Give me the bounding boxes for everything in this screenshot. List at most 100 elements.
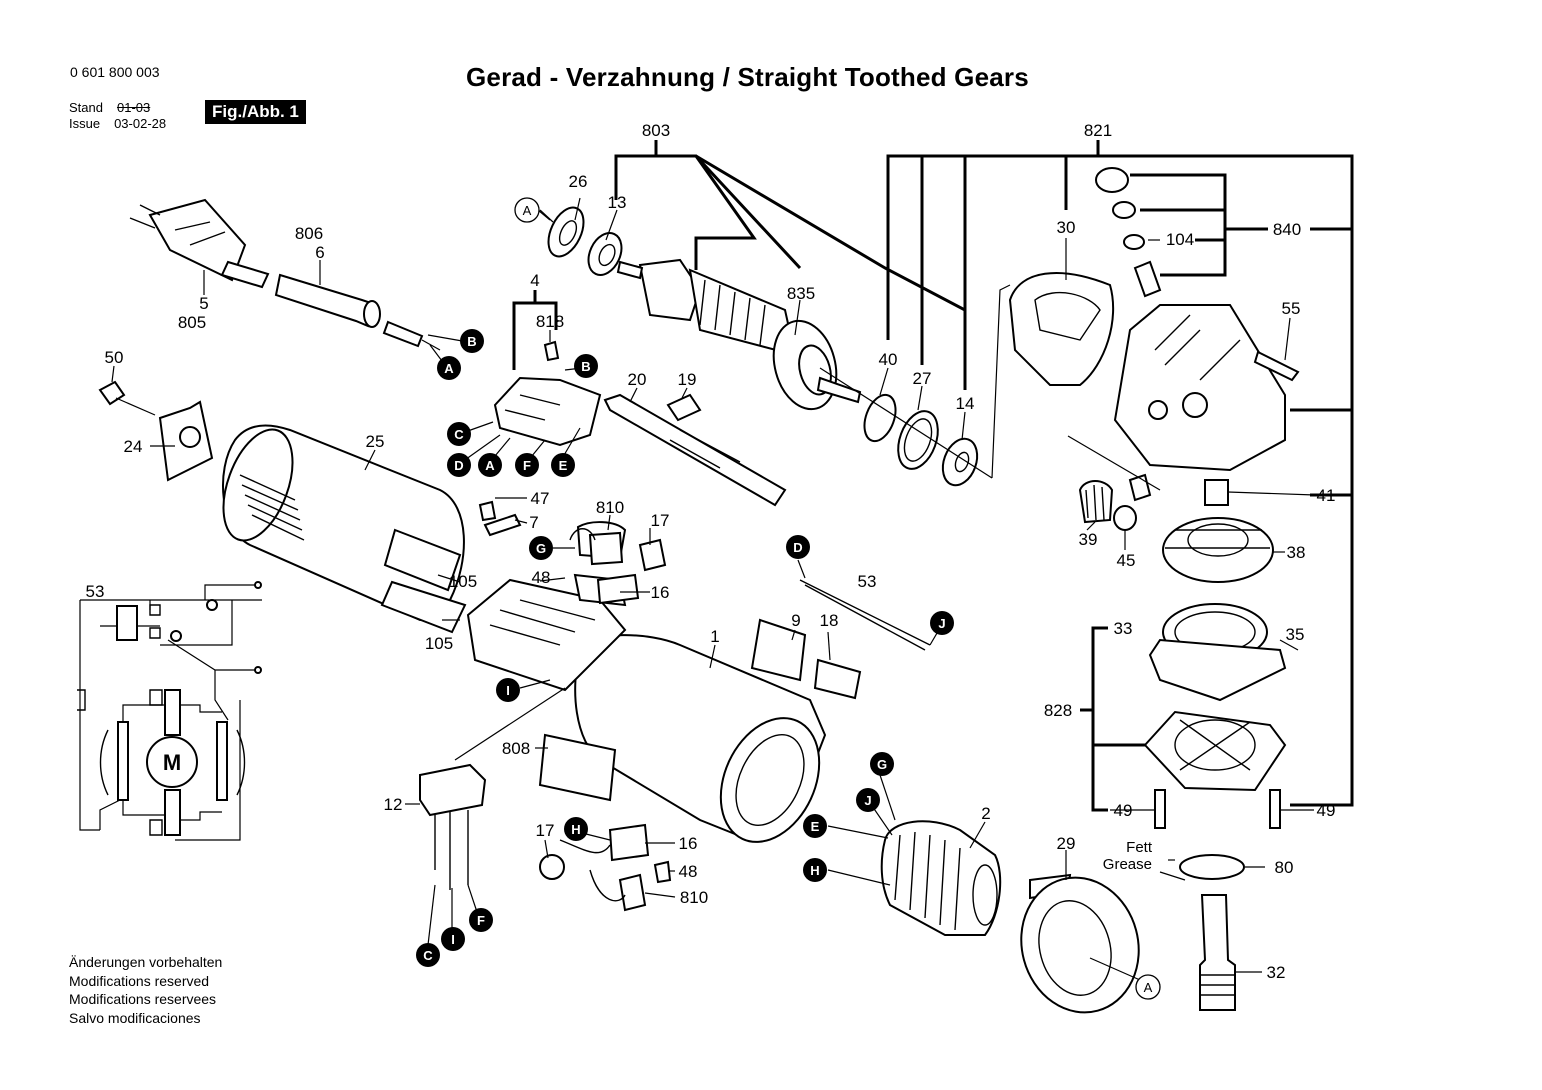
footer-line-fr: Modifications reservees <box>69 991 217 1007</box>
part-label-16-upper: 16 <box>651 583 670 602</box>
connector-C-upper: C <box>447 422 471 446</box>
connector-A-cord: A <box>437 356 461 380</box>
part-label-835: 835 <box>787 284 815 303</box>
part-label-55: 55 <box>1282 299 1301 318</box>
pinion-and-nut <box>1078 473 1229 531</box>
part-label-32: 32 <box>1267 963 1286 982</box>
armature <box>616 258 862 411</box>
part-label-105-lower: 105 <box>425 634 453 653</box>
part-label-821: 821 <box>1084 121 1112 140</box>
protective-guard <box>1020 873 1140 1014</box>
part-label-48-lower: 48 <box>679 862 698 881</box>
connector-H-coil: H <box>803 858 827 882</box>
part-label-828: 828 <box>1044 701 1072 720</box>
spindle <box>1159 854 1245 1011</box>
connector-B-brushplate: B <box>574 354 598 378</box>
part-label-30: 30 <box>1057 218 1076 237</box>
connector-J-cable: J <box>930 611 954 635</box>
stand-label: Stand <box>69 100 103 115</box>
connector-E-coil: E <box>803 814 827 838</box>
connector-F-upper: F <box>515 453 539 477</box>
connector-badges: A B A B C D A F E G D J I G J H E H C I … <box>416 197 1161 1000</box>
part-label-5: 5 <box>199 294 208 313</box>
part-label-17-upper: 17 <box>651 511 670 530</box>
svg-text:A: A <box>523 203 532 218</box>
switch-rod <box>603 393 787 507</box>
bearing-flange <box>1143 603 1287 829</box>
part-label-104: 104 <box>1166 230 1194 249</box>
part-label-49-right: 49 <box>1317 801 1336 820</box>
svg-text:J: J <box>864 793 871 808</box>
grease-note: Fett Grease <box>1103 839 1153 873</box>
group-brackets <box>512 140 1354 812</box>
gear-cover-plate <box>1008 272 1115 386</box>
part-label-53-cable: 53 <box>858 572 877 591</box>
connector-H-switch: H <box>564 817 588 841</box>
svg-text:F: F <box>477 913 485 928</box>
part-label-18: 18 <box>820 611 839 630</box>
part-label-35: 35 <box>1286 625 1305 644</box>
part-label-24: 24 <box>124 437 143 456</box>
part-label-39: 39 <box>1079 530 1098 549</box>
power-plug <box>129 198 247 282</box>
part-label-27: 27 <box>913 369 932 388</box>
footer-line-es: Salvo modificaciones <box>69 1009 201 1026</box>
wiring-schematic: M <box>77 581 262 841</box>
motor-symbol-label: M <box>163 750 181 775</box>
part-label-17-lower: 17 <box>536 821 555 840</box>
part-label-19: 19 <box>678 370 697 389</box>
part-label-50: 50 <box>105 348 124 367</box>
part-label-48-upper: 48 <box>532 568 551 587</box>
part-label-20: 20 <box>628 370 647 389</box>
page-title: Gerad - Verzahnung / Straight Toothed Ge… <box>466 62 1029 92</box>
part-number-labels: 803 821 26 13 835 806 6 5 805 4 818 30 1… <box>86 121 1336 982</box>
main-motor-housing <box>538 618 862 843</box>
motor-housing <box>222 424 467 634</box>
svg-text:A: A <box>444 361 454 376</box>
connector-A-brushplate: A <box>478 453 502 477</box>
modifications-note: Änderungen vorbehalten Modifications res… <box>69 953 222 1027</box>
footer-line-de: Änderungen vorbehalten <box>69 954 223 970</box>
part-label-41: 41 <box>1317 486 1336 505</box>
svg-text:D: D <box>454 458 463 473</box>
svg-text:H: H <box>571 822 580 837</box>
svg-text:A: A <box>1144 980 1153 995</box>
bearings-rear <box>863 393 979 487</box>
svg-text:J: J <box>938 616 945 631</box>
part-label-80: 80 <box>1275 858 1294 877</box>
connector-E-upper: E <box>551 453 575 477</box>
brush-holder-plate <box>493 340 602 447</box>
part-label-45: 45 <box>1117 551 1136 570</box>
part-label-6: 6 <box>315 243 324 262</box>
part-label-53-schematic: 53 <box>86 582 105 601</box>
part-label-40: 40 <box>879 350 898 369</box>
top-washers <box>1095 167 1145 250</box>
connector-A-outline-top: A <box>514 197 540 223</box>
connector-G-upper: G <box>529 536 553 560</box>
svg-text:C: C <box>423 948 433 963</box>
figure-badge: Fig./Abb. 1 <box>205 100 306 124</box>
svg-text:H: H <box>810 863 819 878</box>
cable-lead <box>799 579 931 651</box>
part-label-38: 38 <box>1287 543 1306 562</box>
connector-D-upper: D <box>447 453 471 477</box>
part-label-2: 2 <box>981 804 990 823</box>
part-label-47: 47 <box>531 489 550 508</box>
part-label-806: 806 <box>295 224 323 243</box>
part-label-808: 808 <box>502 739 530 758</box>
part-label-1: 1 <box>710 627 719 646</box>
connector-I-lower: I <box>441 927 465 951</box>
power-cord <box>220 260 441 351</box>
stand-value: 01-03 <box>116 100 151 115</box>
part-label-805: 805 <box>178 313 206 332</box>
svg-text:E: E <box>559 458 568 473</box>
cord-clamp <box>98 380 214 482</box>
svg-text:C: C <box>454 427 464 442</box>
part-label-810-lower: 810 <box>680 888 708 907</box>
gear-housing <box>1113 260 1300 472</box>
part-label-9: 9 <box>791 611 800 630</box>
part-label-810-upper: 810 <box>596 498 624 517</box>
svg-text:B: B <box>467 334 476 349</box>
svg-text:I: I <box>451 932 455 947</box>
